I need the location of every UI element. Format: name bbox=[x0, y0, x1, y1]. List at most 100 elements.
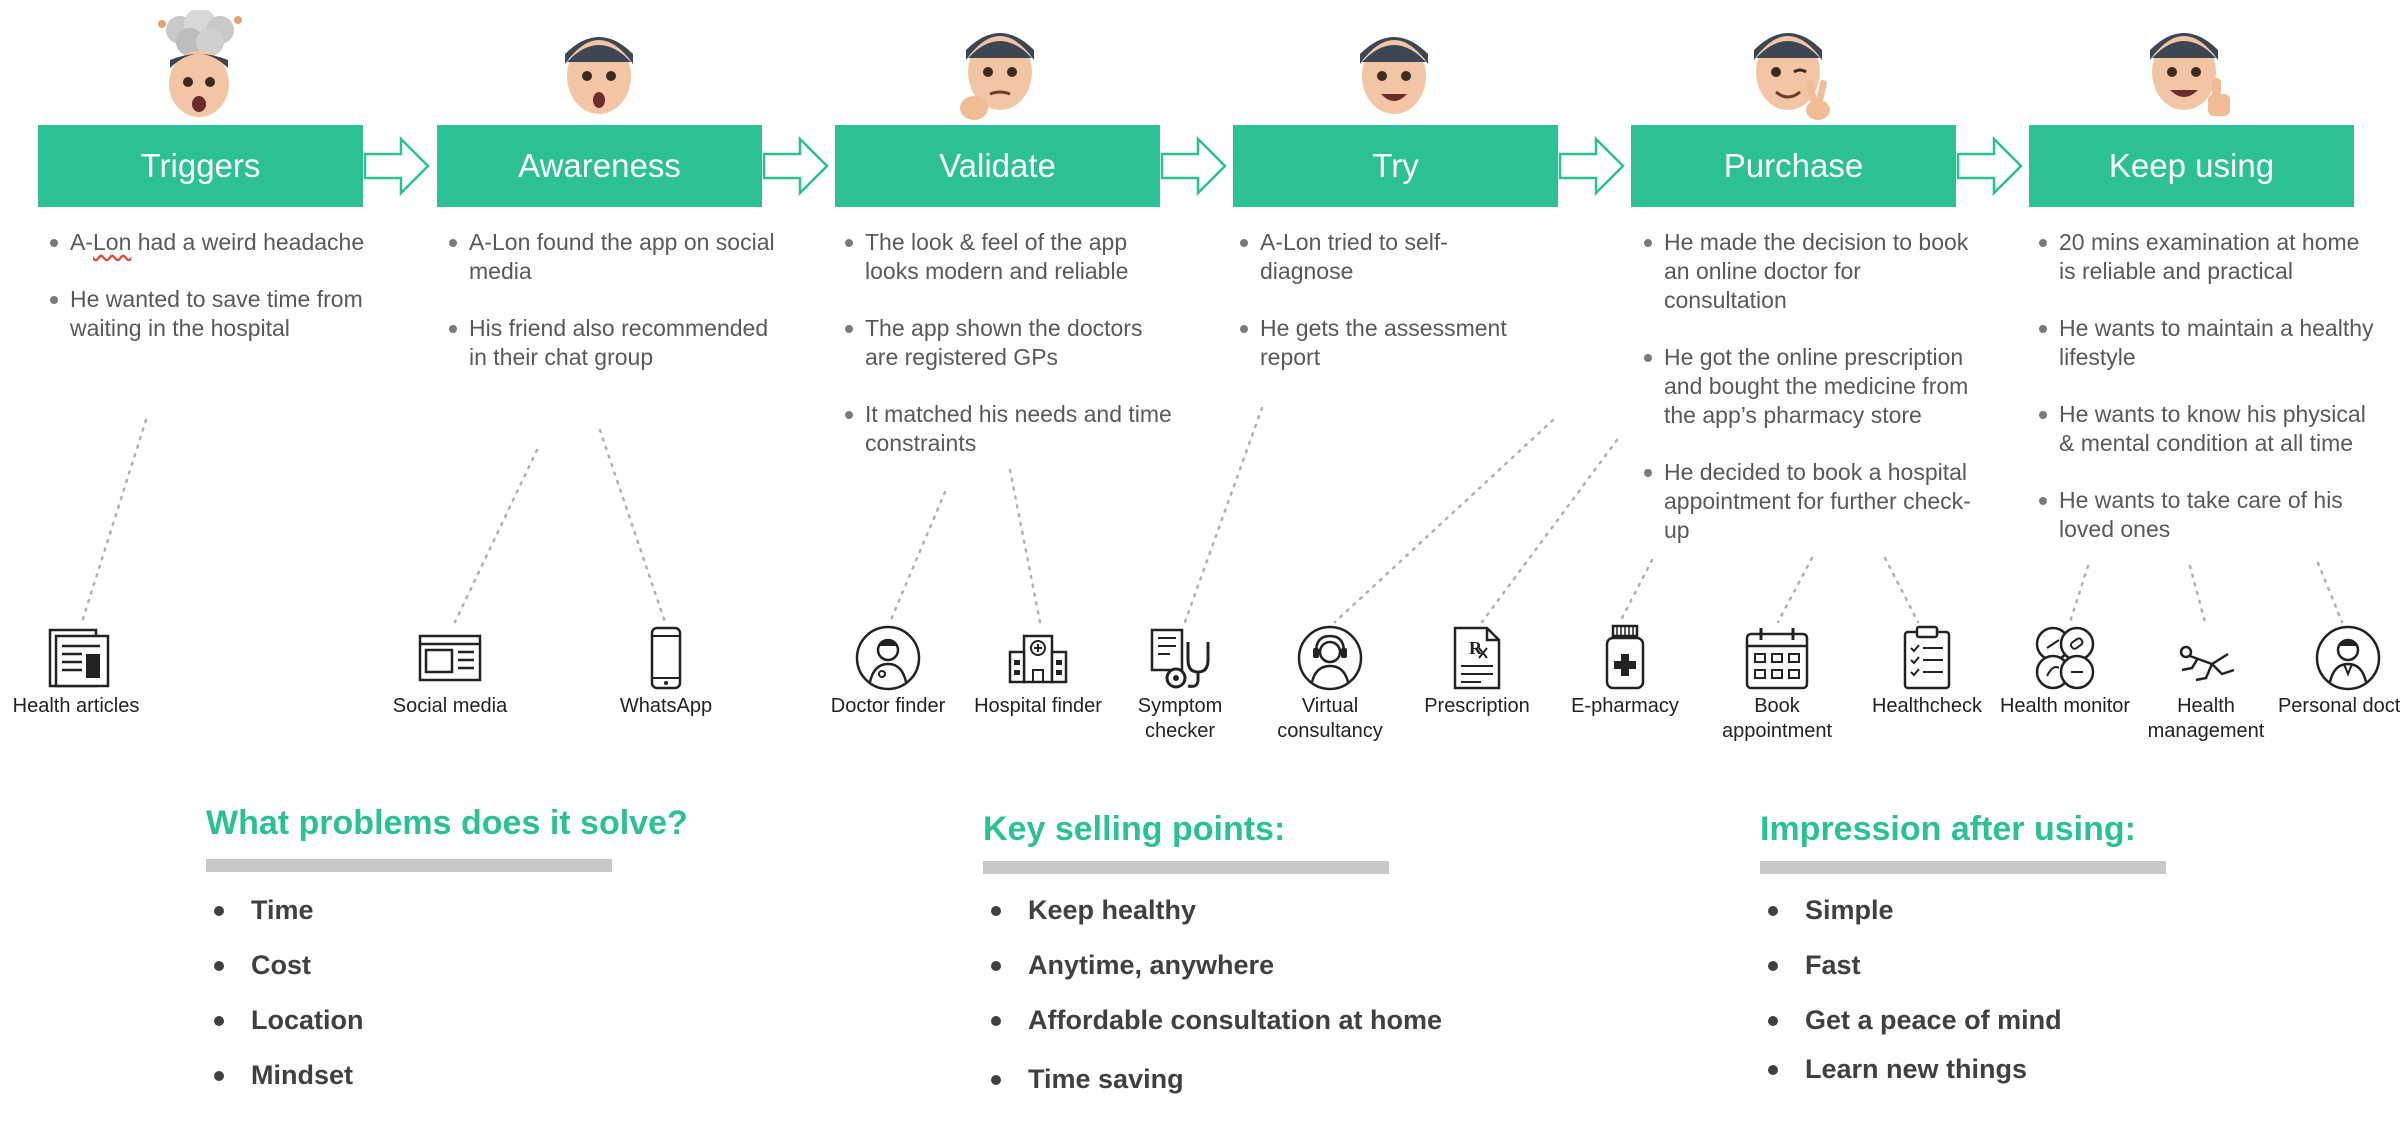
note-item: It matched his needs and time constraint… bbox=[833, 400, 1181, 458]
mind-blown-avatar-icon bbox=[158, 10, 242, 117]
connector-line bbox=[1333, 418, 1555, 624]
stage-notes-purchase: He made the decision to book an online d… bbox=[1632, 228, 1980, 573]
doctor-icon bbox=[855, 625, 921, 691]
connector-line bbox=[1883, 556, 1920, 624]
note-item: The app shown the doctors are registered… bbox=[833, 314, 1181, 372]
section-title: Key selling points: bbox=[983, 810, 1286, 848]
note-item: He wanted to save time from waiting in t… bbox=[38, 285, 386, 343]
svg-text:R: R bbox=[1469, 638, 1483, 658]
stage-notes-validate: The look & feel of the app looks modern … bbox=[833, 228, 1181, 486]
stage-banner-validate: Validate bbox=[835, 125, 1160, 207]
connector-line bbox=[2068, 564, 2090, 624]
arrow-right-icon bbox=[1956, 136, 2023, 196]
section-item: Time bbox=[206, 894, 766, 927]
section-item: Cost bbox=[206, 949, 766, 982]
connector-line bbox=[2316, 561, 2344, 624]
touchpoint-whatsapp: WhatsApp bbox=[586, 624, 746, 719]
section-item: Learn new things bbox=[1760, 1053, 2320, 1086]
section-divider bbox=[206, 859, 612, 872]
website-icon bbox=[418, 634, 482, 682]
touchpoint-hospital-finder: Hospital finder bbox=[958, 624, 1118, 719]
note-item: He wants to take care of his loved ones bbox=[2027, 486, 2375, 544]
touchpoint-health-articles: Health articles bbox=[0, 624, 156, 719]
section-item: Get a peace of mind bbox=[1760, 1004, 2320, 1037]
newspaper-icon bbox=[48, 628, 110, 688]
connector-line bbox=[453, 448, 539, 624]
touchpoint-symptom-checker: Symptom checker bbox=[1100, 624, 1260, 744]
touchpoint-label: Book appointment bbox=[1721, 695, 1833, 742]
thinking-avatar-icon bbox=[960, 33, 1034, 120]
smiling-avatar-icon bbox=[1360, 37, 1428, 114]
touchpoint-label: Symptom checker bbox=[1137, 695, 1223, 742]
connector-line bbox=[1776, 556, 1814, 624]
touchpoint-label: Social media bbox=[392, 695, 508, 717]
note-item: The look & feel of the app looks modern … bbox=[833, 228, 1181, 286]
arrow-right-icon bbox=[1160, 136, 1227, 196]
section-item: Anytime, anywhere bbox=[983, 949, 1543, 982]
touchpoint-healthcheck: Healthcheck bbox=[1847, 624, 2007, 719]
hospital-icon bbox=[1008, 634, 1068, 684]
stage-notes-awareness: A-Lon found the app on social media His … bbox=[437, 228, 785, 400]
section-item: Location bbox=[206, 1004, 766, 1037]
section-divider bbox=[1760, 861, 2166, 874]
calendar-icon bbox=[1745, 628, 1809, 690]
connector-line bbox=[1008, 468, 1042, 624]
connector-line bbox=[1183, 406, 1264, 624]
note-item: He wants to maintain a healthy lifestyle bbox=[2027, 314, 2375, 372]
stage-notes-keep-using: 20 mins examination at home is reliable … bbox=[2027, 228, 2375, 572]
stethoscope-icon bbox=[1150, 628, 1210, 689]
stage-banner-awareness: Awareness bbox=[437, 125, 762, 207]
section-item: Fast bbox=[1760, 949, 2320, 982]
stretching-person-icon bbox=[2179, 645, 2235, 682]
touchpoint-doctor-finder: Doctor finder bbox=[808, 624, 968, 719]
note-item: He gets the assessment report bbox=[1228, 314, 1528, 372]
thumbs-up-avatar-icon bbox=[2150, 33, 2230, 116]
touchpoint-label: Virtual consultancy bbox=[1277, 695, 1383, 742]
stage-notes-try: A-Lon tried to self-diagnose He gets the… bbox=[1228, 228, 1528, 400]
touchpoint-social-media: Social media bbox=[370, 624, 530, 719]
section-divider bbox=[983, 861, 1389, 874]
touchpoint-virtual-consultancy: Virtual consultancy bbox=[1250, 624, 1410, 744]
prescription-icon: R bbox=[1453, 626, 1501, 690]
touchpoint-label: E-pharmacy bbox=[1571, 695, 1679, 717]
touchpoint-label: Healthcheck bbox=[1871, 695, 1983, 717]
section-selling-points: Key selling points: Keep healthy Anytime… bbox=[983, 810, 1543, 1118]
surprised-avatar-icon bbox=[565, 37, 633, 114]
note-item: A-Lon tried to self-diagnose bbox=[1228, 228, 1528, 286]
arrow-right-icon bbox=[1558, 136, 1625, 196]
headset-agent-icon bbox=[1297, 625, 1363, 691]
touchpoint-label: Health articles bbox=[12, 695, 140, 717]
stage-banner-try: Try bbox=[1233, 125, 1558, 207]
connector-line bbox=[1618, 558, 1654, 624]
smartphone-icon bbox=[650, 626, 682, 690]
touchpoint-label: Hospital finder bbox=[974, 695, 1102, 717]
section-item: Simple bbox=[1760, 894, 2320, 927]
stage-banner-triggers: Triggers bbox=[38, 125, 363, 207]
clipboard-icon bbox=[1903, 625, 1951, 690]
touchpoint-label: WhatsApp bbox=[619, 695, 713, 717]
touchpoint-label: Personal doctor bbox=[2277, 695, 2400, 717]
note-item: He decided to book a hospital appointmen… bbox=[1632, 458, 1980, 545]
section-problems: What problems does it solve? Time Cost L… bbox=[206, 804, 766, 1114]
peace-sign-avatar-icon bbox=[1754, 33, 1830, 120]
section-title: What problems does it solve? bbox=[206, 804, 688, 842]
note-item: He wants to know his physical & mental c… bbox=[2027, 400, 2375, 458]
connector-line bbox=[888, 490, 947, 624]
section-item: Affordable consultation at home bbox=[983, 1004, 1543, 1037]
connector-line bbox=[1480, 438, 1619, 624]
stage-notes-triggers: A-Lon had a weird headache He wanted to … bbox=[38, 228, 386, 371]
note-item: A-Lon found the app on social media bbox=[437, 228, 785, 286]
note-item: He got the online prescription and bough… bbox=[1632, 343, 1980, 430]
note-item: 20 mins examination at home is reliable … bbox=[2027, 228, 2375, 286]
connector-line bbox=[80, 418, 148, 624]
note-item: A-Lon had a weird headache bbox=[38, 228, 386, 257]
connector-line bbox=[598, 428, 667, 624]
personal-doctor-icon bbox=[2315, 625, 2381, 691]
touchpoint-label: Doctor finder bbox=[830, 695, 946, 717]
touchpoint-label: Health monitor bbox=[1999, 695, 2131, 717]
stage-banner-purchase: Purchase bbox=[1631, 125, 1956, 207]
touchpoint-label: Prescription bbox=[1424, 695, 1530, 717]
touchpoint-e-pharmacy: E-pharmacy bbox=[1545, 624, 1705, 719]
note-item: His friend also recommended in their cha… bbox=[437, 314, 785, 372]
